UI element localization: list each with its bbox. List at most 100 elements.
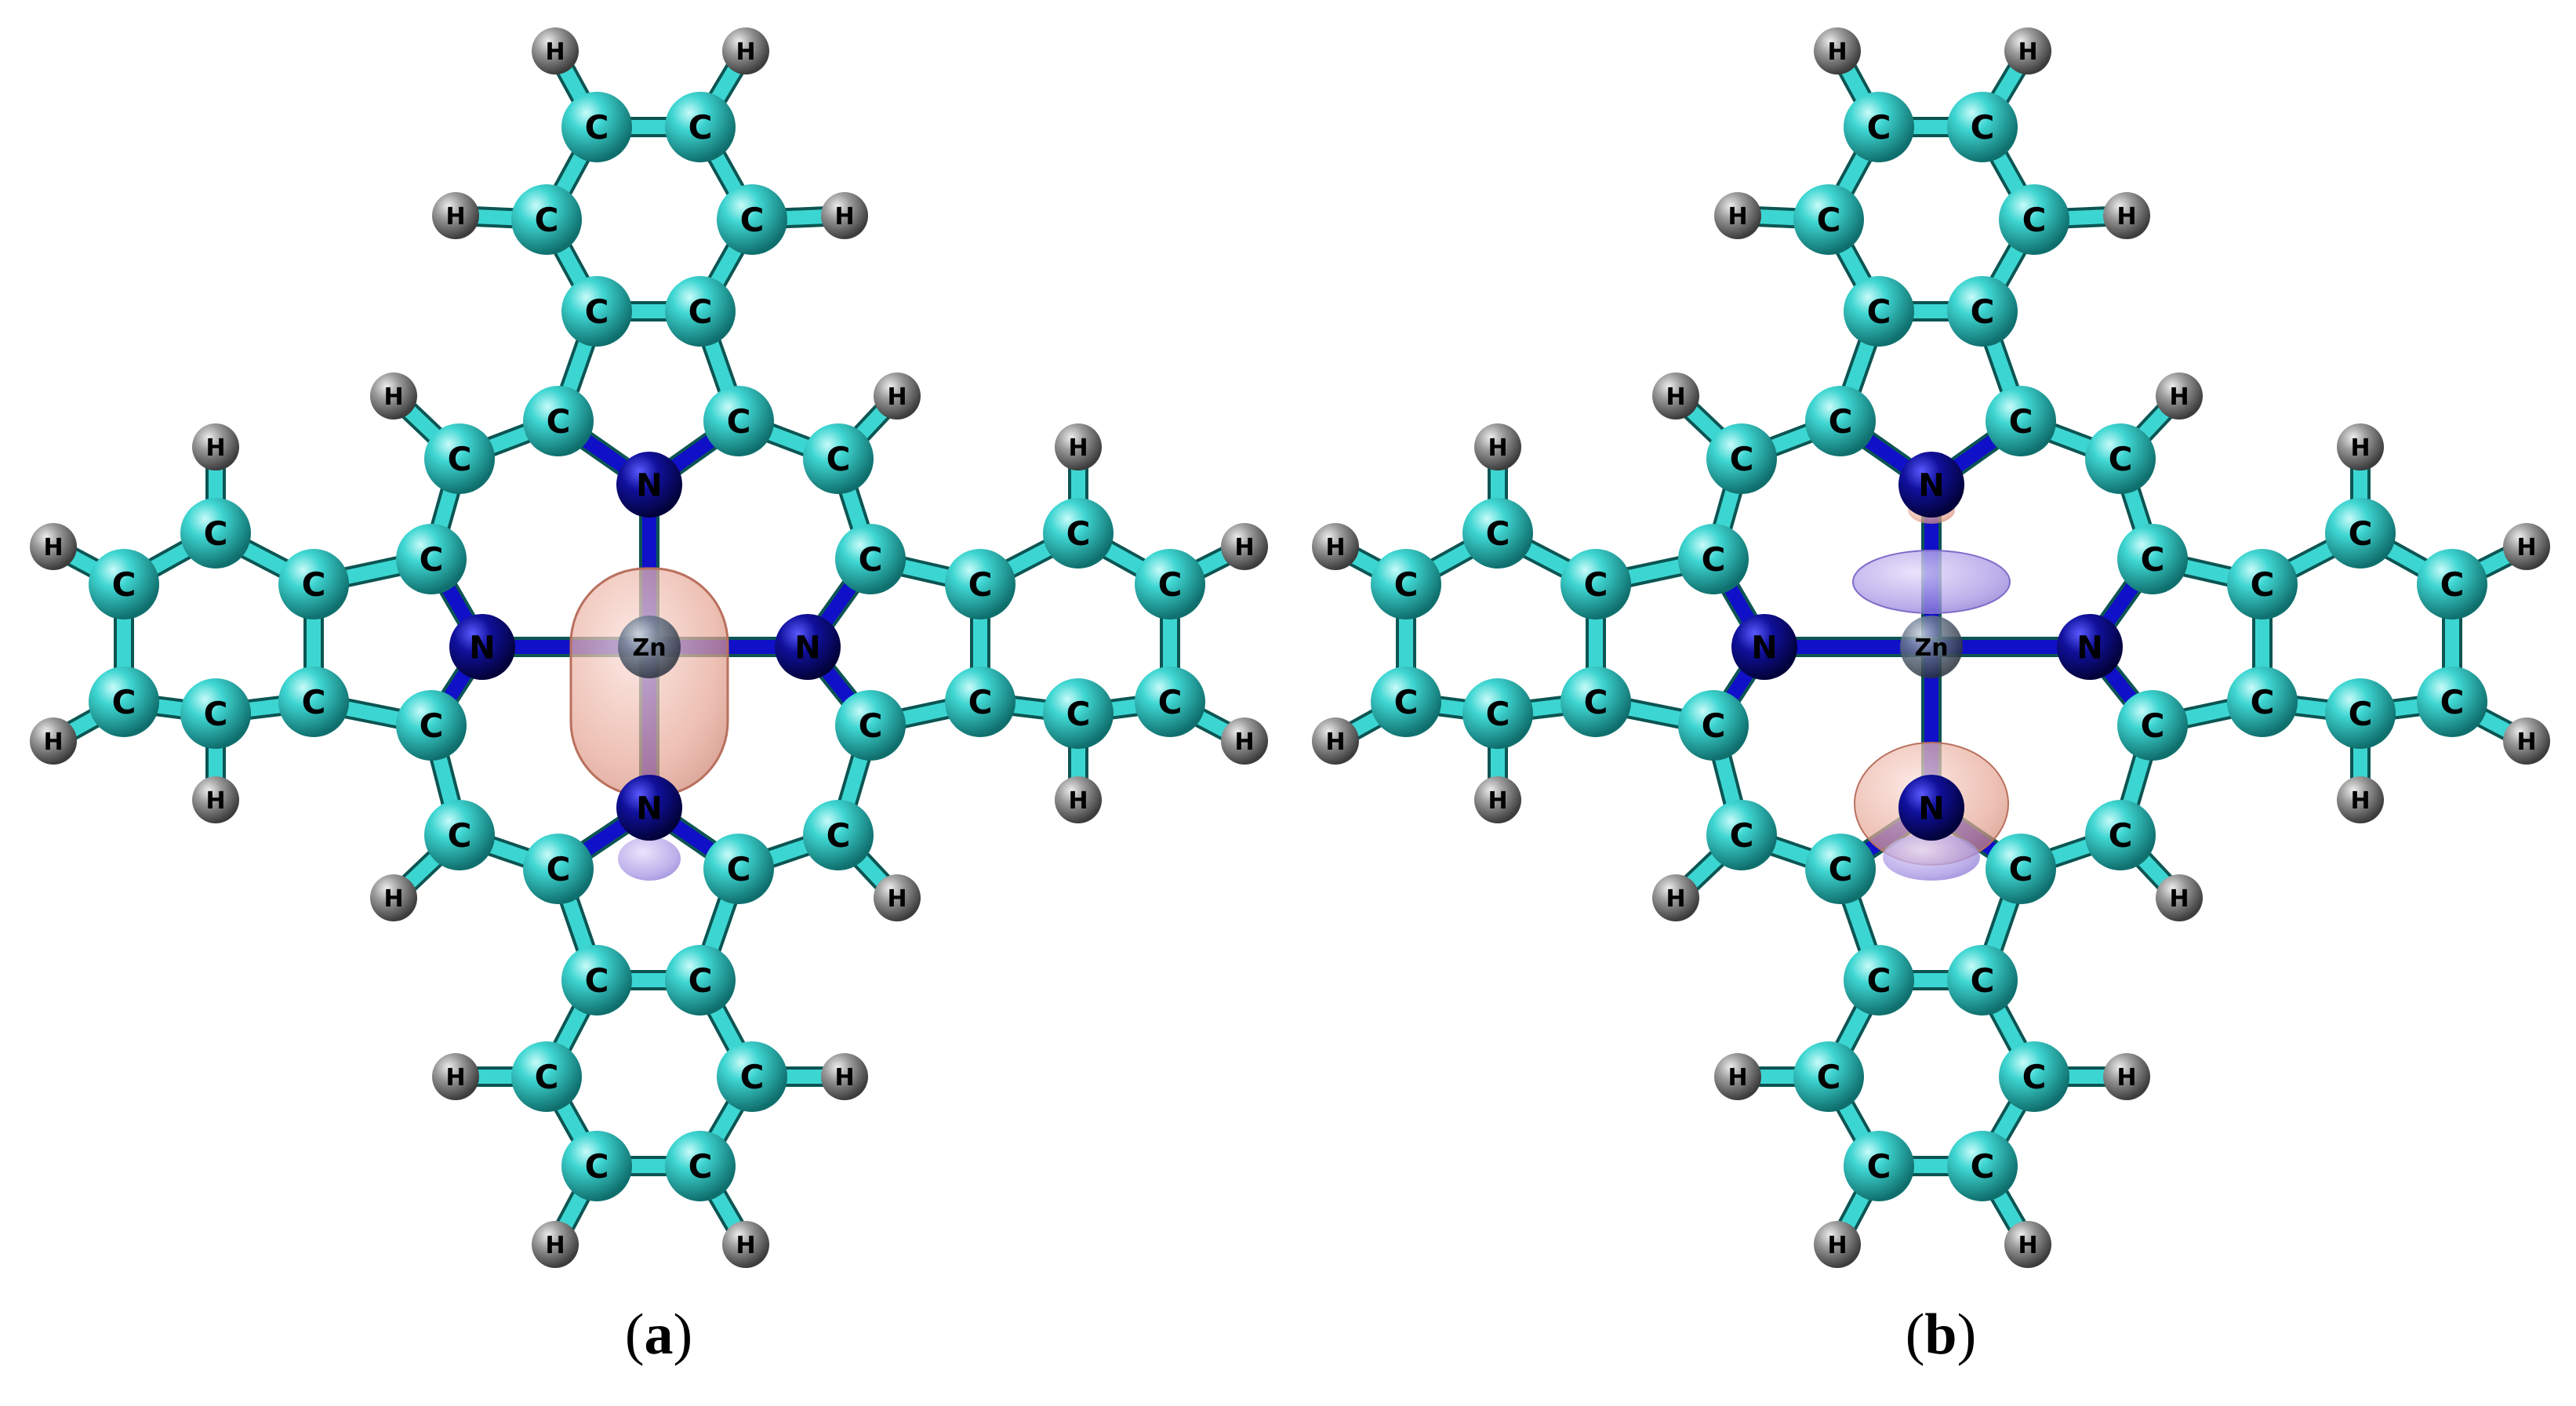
carbon-atom-sphere — [1999, 1041, 2069, 1112]
hydrogen-atom-label: H — [887, 885, 907, 913]
carbon-atom-label: C — [112, 565, 136, 604]
hydrogen-atom-sphere — [2103, 1053, 2150, 1100]
carbon-atom-sphere — [180, 498, 251, 569]
carbon-atom-label: C — [585, 108, 609, 147]
carbon-atom-sphere — [703, 834, 774, 904]
hydrogen-atom-label: H — [2350, 787, 2370, 815]
carbon-atom-sphere — [803, 423, 874, 494]
carbon-atom-label: C — [2022, 1058, 2047, 1096]
hydrogen-atom: H — [722, 1221, 769, 1268]
carbon-atom-label: C — [1817, 201, 1841, 239]
carbon-atom-label: C — [2251, 565, 2275, 604]
carbon-atom: C — [2227, 549, 2298, 619]
hydrogen-atom-label: H — [43, 534, 63, 561]
hydrogen-atom-label: H — [2169, 885, 2189, 913]
carbon-atom-label: C — [2009, 402, 2033, 441]
nitrogen-atom-sphere — [1898, 775, 1964, 841]
carbon-atom-sphere — [1706, 423, 1777, 494]
hydrogen-atom-label: H — [2018, 38, 2037, 66]
hydrogen-atom-sphere — [1652, 372, 1699, 420]
carbon-atom: C — [2325, 678, 2396, 749]
hydrogen-atom-sphere — [30, 523, 77, 570]
carbon-atom-label: C — [1486, 695, 1510, 733]
carbon-atom-label: C — [204, 695, 228, 733]
carbon-atom-sphere — [523, 834, 594, 904]
hydrogen-atom: H — [2503, 718, 2550, 765]
negative-lobe-lower — [1883, 834, 1980, 881]
nitrogen-atom-label: N — [1918, 790, 1944, 827]
carbon-atom-sphere — [1805, 386, 1876, 456]
nitrogen-atom-label: N — [636, 467, 662, 503]
carbon-atom: C — [803, 800, 874, 870]
carbon-atom-label: C — [1867, 108, 1891, 147]
hydrogen-atom: H — [1055, 776, 1102, 823]
carbon-atom-label: C — [2440, 683, 2465, 721]
caption-a: (a) — [624, 1302, 693, 1367]
carbon-atom: C — [703, 834, 774, 904]
carbon-atom-sphere — [2227, 667, 2298, 737]
nitrogen-atom-sphere — [1731, 614, 1797, 680]
hydrogen-atom-label: H — [887, 383, 907, 411]
nitrogen-atom-label: N — [469, 630, 495, 666]
hydrogen-atom: H — [1814, 27, 1861, 74]
hydrogen-atom-label: H — [834, 203, 854, 231]
nitrogen-atom-sphere — [1898, 452, 1964, 518]
hydrogen-atom-label: H — [736, 1232, 755, 1259]
hydrogen-atom-sphere — [370, 874, 417, 921]
carbon-atom-sphere — [561, 276, 632, 347]
hydrogen-atom: H — [1221, 718, 1268, 765]
carbon-atom-label: C — [2022, 201, 2047, 239]
hydrogen-atom-sphere — [30, 718, 77, 765]
carbon-atom: C — [523, 834, 594, 904]
nitrogen-atom-sphere — [616, 775, 682, 841]
hydrogen-atom-label: H — [1488, 434, 1507, 462]
zinc-atom: Zn — [1900, 616, 1963, 678]
carbon-atom: C — [278, 667, 349, 737]
carbon-atom-label: C — [420, 707, 444, 745]
hydrogen-atom: H — [1312, 718, 1359, 765]
hydrogen-atom: H — [1714, 192, 1761, 239]
hydrogen-atom-sphere — [1714, 192, 1761, 239]
hydrogen-atom: H — [821, 192, 868, 239]
hydrogen-atom-label: H — [2350, 434, 2370, 462]
hydrogen-atom: H — [370, 372, 417, 420]
carbon-atom-label: C — [689, 108, 713, 147]
hydrogen-atom-sphere — [1055, 776, 1102, 823]
carbon-atom: C — [945, 667, 1016, 737]
nitrogen-atom-label: N — [2076, 630, 2102, 666]
carbon-atom-label: C — [727, 850, 751, 888]
carbon-atom-label: C — [448, 440, 472, 478]
hydrogen-atom: H — [2503, 523, 2550, 570]
carbon-atom: C — [1560, 667, 1631, 737]
carbon-atom: C — [2417, 549, 2487, 619]
carbon-atom-sphere — [2117, 524, 2188, 594]
carbon-atom-sphere — [945, 667, 1016, 737]
carbon-atom: C — [835, 690, 906, 761]
carbon-atom-label: C — [547, 850, 571, 888]
hydrogen-atom: H — [874, 372, 921, 420]
carbon-atom-label: C — [585, 292, 609, 331]
hydrogen-atom-label: H — [545, 1232, 565, 1259]
nitrogen-atom-sphere — [775, 614, 841, 680]
hydrogen-atom-label: H — [2169, 383, 2189, 411]
hydrogen-atom-sphere — [1312, 523, 1359, 570]
carbon-atom: C — [1371, 667, 1441, 737]
carbon-atom-label: C — [1971, 1147, 1995, 1186]
hydrogen-atom-sphere — [370, 372, 417, 420]
hydrogen-atom-sphere — [1221, 718, 1268, 765]
hydrogen-atom-label: H — [2018, 1232, 2037, 1259]
carbon-atom: C — [665, 1131, 736, 1201]
carbon-atom-sphere — [424, 423, 495, 494]
carbon-atom-label: C — [968, 683, 993, 721]
carbon-atom-label: C — [1867, 1147, 1891, 1186]
carbon-atom: C — [717, 1041, 787, 1112]
hydrogen-atom-sphere — [722, 27, 769, 74]
carbon-atom-sphere — [1560, 549, 1631, 619]
carbon-atom-sphere — [945, 549, 1016, 619]
carbon-atom-label: C — [302, 683, 326, 721]
hydrogen-atom: H — [532, 1221, 579, 1268]
hydrogen-atom: H — [2004, 27, 2051, 74]
carbon-atom: C — [561, 92, 632, 162]
carbon-atom-label: C — [1702, 540, 1726, 579]
carbon-atom-label: C — [2141, 707, 2165, 745]
